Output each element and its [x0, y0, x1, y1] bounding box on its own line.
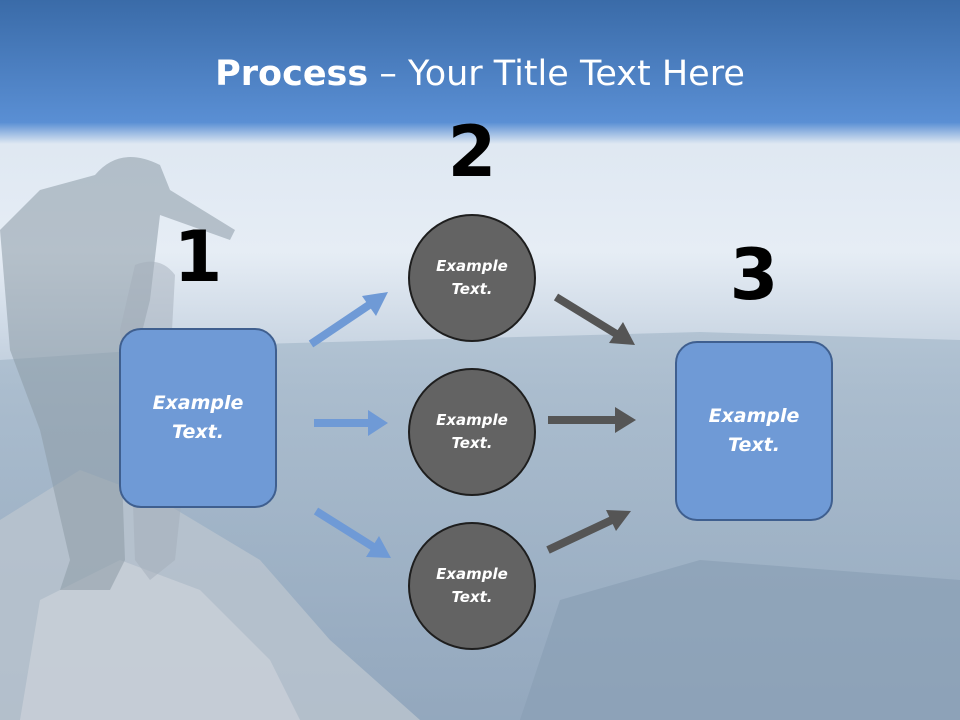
slide-title: Process – Your Title Text Here [0, 52, 960, 96]
circle-top-text: Example Text. [436, 257, 508, 298]
arrow-left-to-bottom [313, 507, 391, 558]
circle-middle-text: Example Text. [436, 411, 508, 452]
circle-top: Example Text. [408, 214, 536, 342]
circle-middle: Example Text. [408, 368, 536, 496]
left-box-text: Example Text. [152, 392, 244, 443]
circle-bottom-text: Example Text. [436, 565, 508, 606]
step-number-2: 2 [447, 111, 497, 193]
arrow-left-to-top [308, 292, 388, 348]
arrow-left-to-middle [314, 410, 388, 436]
step-number-1: 1 [173, 216, 223, 298]
arrow-bottom-to-right [546, 510, 631, 554]
arrow-top-to-right [553, 293, 635, 345]
arrow-middle-to-right [548, 407, 636, 433]
circle-bottom: Example Text. [408, 522, 536, 650]
right-box-text: Example Text. [708, 405, 800, 456]
title-bold: Process [215, 54, 369, 94]
step-number-3: 3 [729, 234, 779, 316]
title-rest: – Your Title Text Here [368, 54, 745, 94]
left-box: Example Text. [119, 328, 277, 508]
right-box: Example Text. [675, 341, 833, 521]
